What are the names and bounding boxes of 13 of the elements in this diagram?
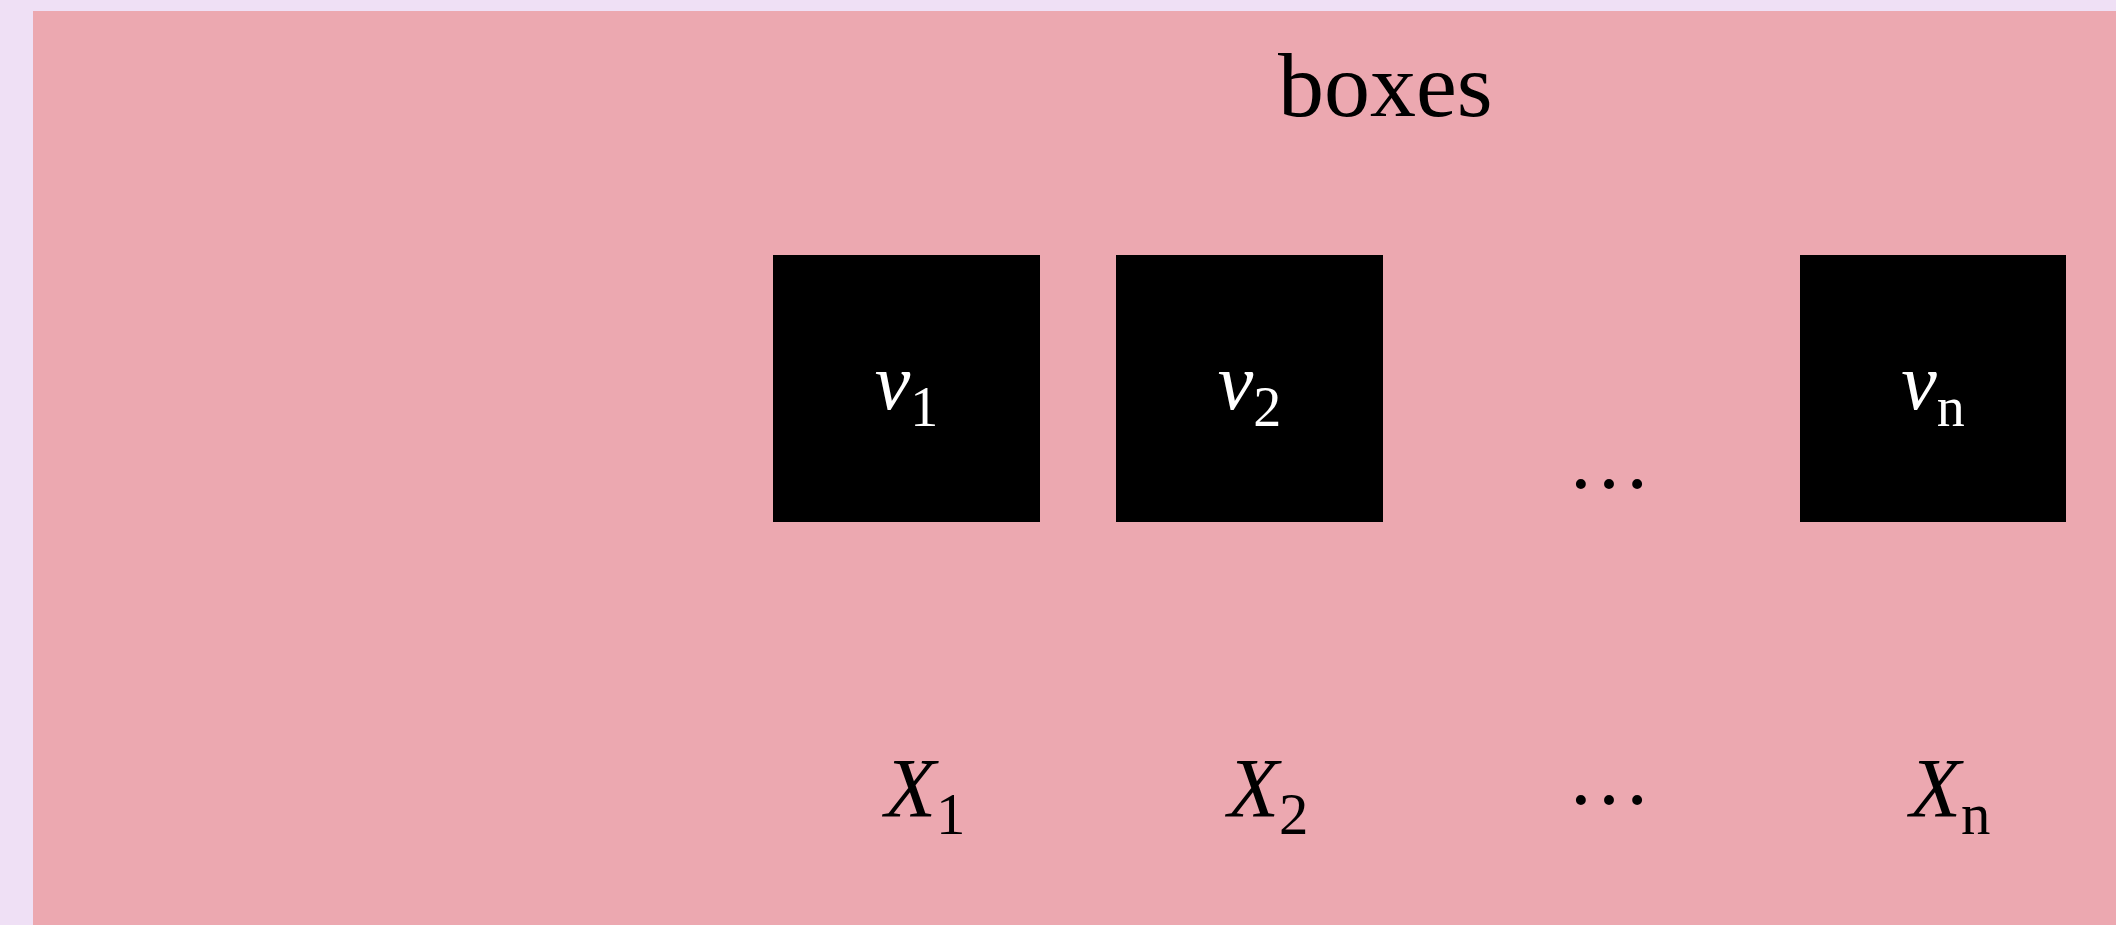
- variable-box: [1800, 255, 2066, 522]
- variable-label: v$_{2}$: [1217, 342, 1282, 435]
- ellipsis: …: [1567, 418, 1651, 502]
- variable-label: X$_{n}$: [1909, 746, 1991, 846]
- panel-background: [33, 11, 2116, 925]
- variable-label: X$_{1}$: [884, 746, 966, 846]
- variable-box: [773, 255, 1040, 522]
- heading: boxes: [1278, 39, 1493, 131]
- variable-label: v$_{n}$: [1901, 342, 1965, 435]
- variable-box: [1116, 255, 1383, 522]
- variable-label: v$_{1}$: [874, 342, 939, 435]
- ellipsis: …: [1567, 734, 1651, 818]
- variable-label: X$_{2}$: [1227, 746, 1309, 846]
